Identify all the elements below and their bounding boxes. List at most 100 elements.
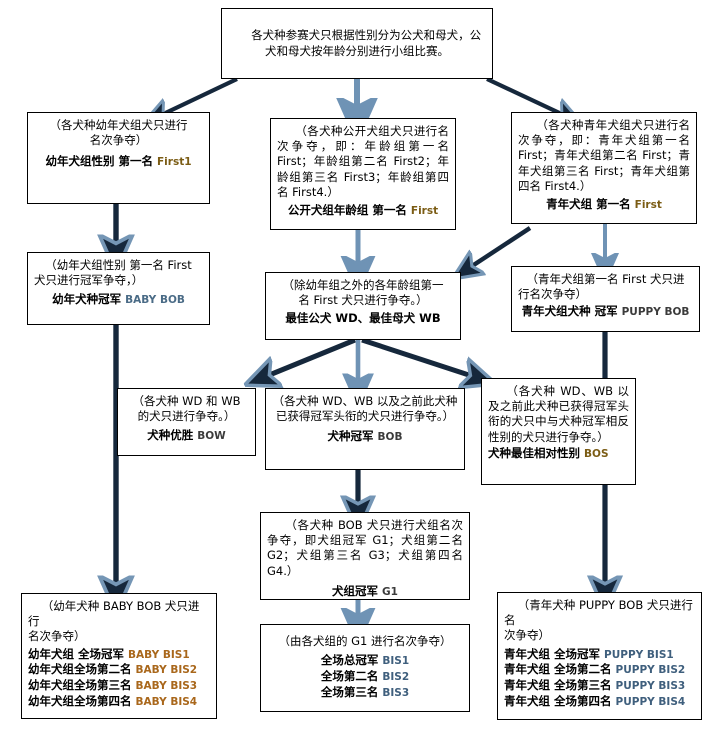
bis-result-2: 全场第二名 BIS2	[267, 669, 463, 685]
baby-group-desc-line1: （各犬种幼年犬组犬只进行	[49, 118, 188, 132]
node-baby-bis[interactable]: （幼年犬种 BABY BOB 犬只进行 名次争夺） 幼年犬组 全场冠军 BABY…	[21, 593, 217, 719]
puppy-bis-result-3-tag: PUPPY BIS3	[615, 680, 686, 693]
baby-bob-desc-line1: （幼年犬组性别 第一名 First	[45, 258, 192, 272]
baby-bis-result-3-tag: BABY BIS3	[135, 680, 198, 693]
open-group-result-cn: 公开犬组年龄组 第一名	[287, 202, 407, 217]
node-puppy-bob[interactable]: （青年犬组第一名 First 犬只进 行名次争夺） 青年犬组犬种 冠军 PUPP…	[511, 266, 700, 332]
puppy-bis-result-1-cn: 青年犬组 全场冠军	[504, 646, 601, 661]
puppy-bob-result-cn: 青年犬组犬种 冠军	[521, 304, 618, 319]
wd-wb-desc-line1: （除幼年组之外的各年龄组第一	[282, 278, 444, 292]
baby-bis-desc-line1: （幼年犬种 BABY BOB 犬只进行	[28, 599, 200, 629]
node-bob[interactable]: （各犬种 WD、WB 以及之前此犬种 已获得冠军头衔的犬只进行争夺。） 犬种冠军…	[265, 388, 465, 470]
puppy-bis-result-3-cn: 青年犬组 全场第三名	[504, 678, 612, 693]
bow-desc-line2: 的犬只进行争夺。）	[137, 409, 236, 424]
bow-result-cn: 犬种优胜	[147, 428, 194, 443]
puppy-bis-result-4: 青年犬组 全场第四名 PUPPY BIS4	[504, 694, 695, 710]
puppy-group-result-tag: First	[634, 198, 662, 211]
root-description: 各犬种参赛犬只根据性别分为公犬和母犬，公犬和母犬按年龄分别进行小组比赛。	[251, 28, 482, 58]
puppy-bis-result-2-cn: 青年犬组 全场第二名	[504, 662, 612, 677]
baby-bis-result-2-tag: BABY BIS2	[135, 664, 198, 677]
bob-result-cn: 犬种冠军	[327, 429, 374, 444]
bis-desc: （由各犬组的 G1 进行名次争夺）	[278, 634, 452, 648]
puppy-bis-result-2-tag: PUPPY BIS2	[615, 664, 686, 677]
bis-result-1: 全场总冠军 BIS1	[267, 653, 463, 669]
group-g1-result-cn: 犬组冠军	[332, 583, 379, 598]
open-group-desc: （各犬种公开犬组犬只进行名次争夺，即：年龄组第一名 First；年龄组第二名 F…	[277, 124, 449, 199]
puppy-bob-desc-line2: 行名次争夺）	[518, 287, 587, 302]
baby-group-result-tag: First1	[157, 156, 192, 169]
node-puppy-group[interactable]: （各犬种青年犬组犬只进行名次争夺，即：青年犬组第一名 First；青年犬组第二名…	[511, 112, 697, 224]
baby-bis-result-2: 幼年犬组全场第二名 BABY BIS2	[28, 662, 210, 678]
node-open-group[interactable]: （各犬种公开犬组犬只进行名次争夺，即：年龄组第一名 First；年龄组第二名 F…	[270, 118, 456, 230]
group-g1-result-tag: G1	[382, 585, 398, 598]
node-bow[interactable]: （各犬种 WD 和 WB 的犬只进行争夺。） 犬种优胜 BOW	[117, 388, 256, 456]
node-baby-group[interactable]: （各犬种幼年犬组犬只进行 名次争夺） 幼年犬组性别 第一名 First1	[27, 112, 210, 204]
node-puppy-bis[interactable]: （青年犬种 PUPPY BOB 犬只进行名 次争夺） 青年犬组 全场冠军 PUP…	[497, 592, 702, 720]
node-bis[interactable]: （由各犬组的 G1 进行名次争夺） 全场总冠军 BIS1 全场第二名 BIS2 …	[260, 624, 470, 712]
bis-result-2-tag: BIS2	[382, 671, 410, 684]
node-root[interactable]: 各犬种参赛犬只根据性别分为公犬和母犬，公犬和母犬按年龄分别进行小组比赛。	[221, 8, 493, 79]
puppy-bis-result-4-tag: PUPPY BIS4	[615, 696, 686, 709]
bis-result-3-tag: BIS3	[382, 686, 410, 699]
bis-result-3-cn: 全场第三名	[320, 684, 379, 699]
baby-bis-result-4-tag: BABY BIS4	[135, 696, 198, 709]
baby-bis-result-1-tag: BABY BIS1	[128, 648, 190, 661]
baby-bis-result-4: 幼年犬组全场第四名 BABY BIS4	[28, 694, 210, 710]
baby-group-desc-line2: 名次争夺）	[89, 133, 148, 148]
baby-bis-result-3-cn: 幼年犬组全场第三名	[28, 678, 132, 693]
baby-group-result-cn: 幼年犬组性别 第一名	[45, 154, 153, 169]
node-bos[interactable]: （各犬种 WD、WB 以及之前此犬种已获得冠军头衔的犬只中与犬种冠军相反性别的犬…	[481, 378, 636, 485]
bos-desc: （各犬种 WD、WB 以及之前此犬种已获得冠军头衔的犬只中与犬种冠军相反性别的犬…	[488, 384, 629, 444]
bob-result-tag: BOB	[377, 431, 403, 444]
puppy-bis-result-4-cn: 青年犬组 全场第四名	[504, 694, 612, 709]
baby-bis-result-2-cn: 幼年犬组全场第二名	[28, 662, 132, 677]
puppy-bis-results: 青年犬组 全场冠军 PUPPY BIS1 青年犬组 全场第二名 PUPPY BI…	[504, 647, 695, 710]
group-g1-desc: （各犬种 BOB 犬只进行犬组名次争夺，即犬组冠军 G1；犬组第二名 G2；犬组…	[267, 518, 463, 578]
bos-result-cn: 犬种最佳相对性别	[488, 445, 580, 460]
baby-bis-result-1-cn: 幼年犬组 全场冠军	[28, 646, 125, 661]
puppy-bis-result-1-tag: PUPPY BIS1	[604, 648, 674, 661]
puppy-bis-result-1: 青年犬组 全场冠军 PUPPY BIS1	[504, 647, 695, 663]
open-group-result: 公开犬组年龄组 第一名 First	[277, 203, 449, 219]
arrow-wdwb-to-bow	[262, 337, 356, 378]
arrow-puppy-to-wdwb	[466, 226, 532, 270]
puppy-bis-desc-line2: 次争夺）	[504, 628, 550, 643]
baby-bis-result-4-cn: 幼年犬组全场第四名	[28, 694, 132, 709]
bis-results: 全场总冠军 BIS1 全场第二名 BIS2 全场第三名 BIS3	[267, 653, 463, 701]
puppy-group-desc: （各犬种青年犬组犬只进行名次争夺，即：青年犬组第一名 First；青年犬组第二名…	[518, 118, 690, 193]
baby-bob-result-cn: 幼年犬种冠军	[52, 292, 122, 307]
wd-wb-desc-line2: 名 First 犬只进行争夺。）	[298, 293, 428, 308]
baby-group-result: 幼年犬组性别 第一名 First1	[34, 154, 203, 170]
baby-bis-result-1: 幼年犬组 全场冠军 BABY BIS1	[28, 647, 210, 663]
puppy-bob-result: 青年犬组犬种 冠军 PUPPY BOB	[518, 304, 693, 320]
bis-result-2-cn: 全场第二名	[320, 669, 379, 684]
bow-result: 犬种优胜 BOW	[124, 428, 249, 444]
bis-result-1-tag: BIS1	[382, 655, 410, 668]
bow-desc-line1: （各犬种 WD 和 WB	[132, 394, 241, 408]
node-group-g1[interactable]: （各犬种 BOB 犬只进行犬组名次争夺，即犬组冠军 G1；犬组第二名 G2；犬组…	[260, 512, 470, 600]
bos-result: 犬种最佳相对性别 BOS	[488, 446, 629, 462]
puppy-bob-result-tag: PUPPY BOB	[621, 306, 690, 319]
bos-result-tag: BOS	[584, 447, 609, 460]
baby-bob-desc-line2: 犬只进行冠军争夺，）	[34, 273, 144, 288]
bis-result-3: 全场第三名 BIS3	[267, 685, 463, 701]
node-wd-wb[interactable]: （除幼年组之外的各年龄组第一 名 First 犬只进行争夺。） 最佳公犬 WD、…	[265, 272, 461, 340]
bob-desc-line2: 已获得冠军头衔的犬只进行争夺。）	[275, 409, 455, 424]
puppy-group-result: 青年犬组 第一名 First	[518, 197, 690, 213]
open-group-result-tag: First	[410, 204, 439, 217]
puppy-bis-result-3: 青年犬组 全场第三名 PUPPY BIS3	[504, 678, 695, 694]
baby-bis-result-3: 幼年犬组全场第三名 BABY BIS3	[28, 678, 210, 694]
puppy-group-result-cn: 青年犬组 第一名	[546, 196, 631, 211]
baby-bis-results: 幼年犬组 全场冠军 BABY BIS1 幼年犬组全场第二名 BABY BIS2 …	[28, 647, 210, 710]
puppy-bob-desc-line1: （青年犬组第一名 First 犬只进	[526, 272, 685, 286]
bob-desc-line1: （各犬种 WD、WB 以及之前此犬种	[272, 394, 458, 408]
bis-result-1-cn: 全场总冠军	[320, 653, 379, 668]
puppy-bis-result-2: 青年犬组 全场第二名 PUPPY BIS2	[504, 662, 695, 678]
wd-wb-result: 最佳公犬 WD、最佳母犬 WB	[285, 311, 441, 326]
puppy-bis-desc-line1: （青年犬种 PUPPY BOB 犬只进行名	[504, 598, 693, 628]
baby-bob-result-tag: BABY BOB	[125, 294, 185, 307]
group-g1-result: 犬组冠军 G1	[267, 584, 463, 600]
arrow-wdwb-to-bos	[361, 337, 478, 378]
node-baby-bob[interactable]: （幼年犬组性别 第一名 First 犬只进行冠军争夺，） 幼年犬种冠军 BABY…	[27, 252, 210, 325]
bow-result-tag: BOW	[197, 430, 226, 443]
